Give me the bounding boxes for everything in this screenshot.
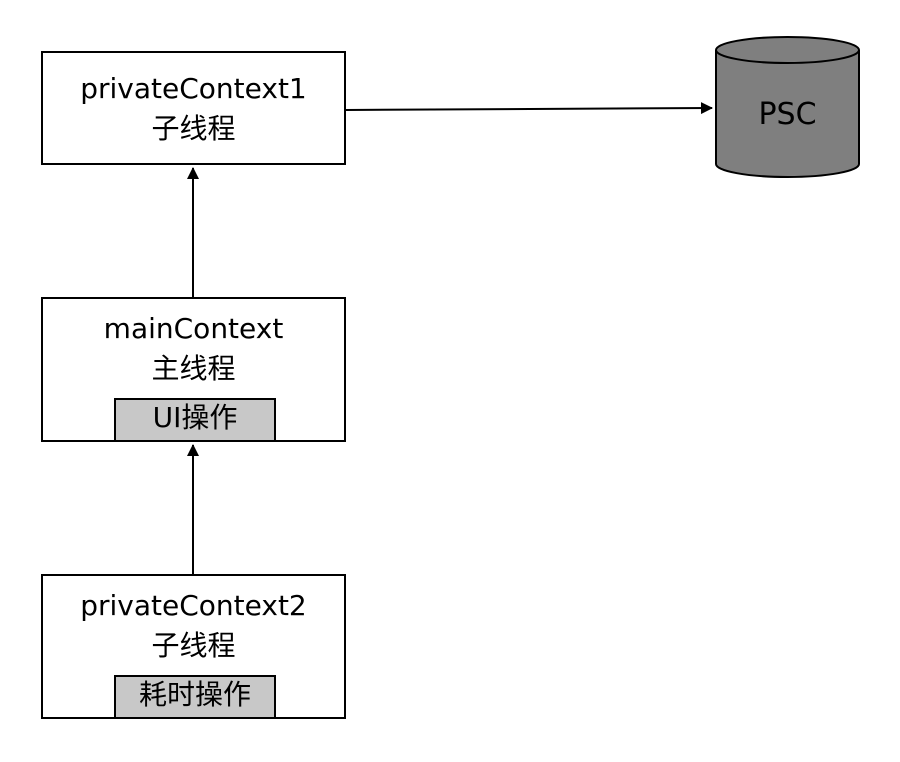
- private-context-2-subtitle: 子线程: [151, 629, 236, 662]
- private-context-2-node: privateContext2 子线程 耗时操作: [41, 574, 346, 719]
- private-context-1-title: privateContext1: [80, 72, 307, 105]
- private-context-1-node: privateContext1 子线程: [41, 51, 346, 165]
- psc-cylinder: [715, 36, 860, 178]
- main-context-tag: UI操作: [114, 398, 276, 442]
- psc-cylinder-body: [715, 50, 860, 178]
- main-context-node: mainContext 主线程 UI操作: [41, 297, 346, 442]
- private-context-2-tag: 耗时操作: [114, 675, 276, 719]
- psc-label: PSC: [758, 97, 817, 132]
- psc-cylinder-top: [715, 36, 860, 64]
- edge-private-context-1-to-psc: [345, 102, 713, 115]
- private-context-1-subtitle: 子线程: [151, 112, 236, 145]
- main-context-subtitle: 主线程: [151, 352, 236, 385]
- private-context-2-title: privateContext2: [80, 589, 307, 622]
- main-context-title: mainContext: [103, 312, 284, 345]
